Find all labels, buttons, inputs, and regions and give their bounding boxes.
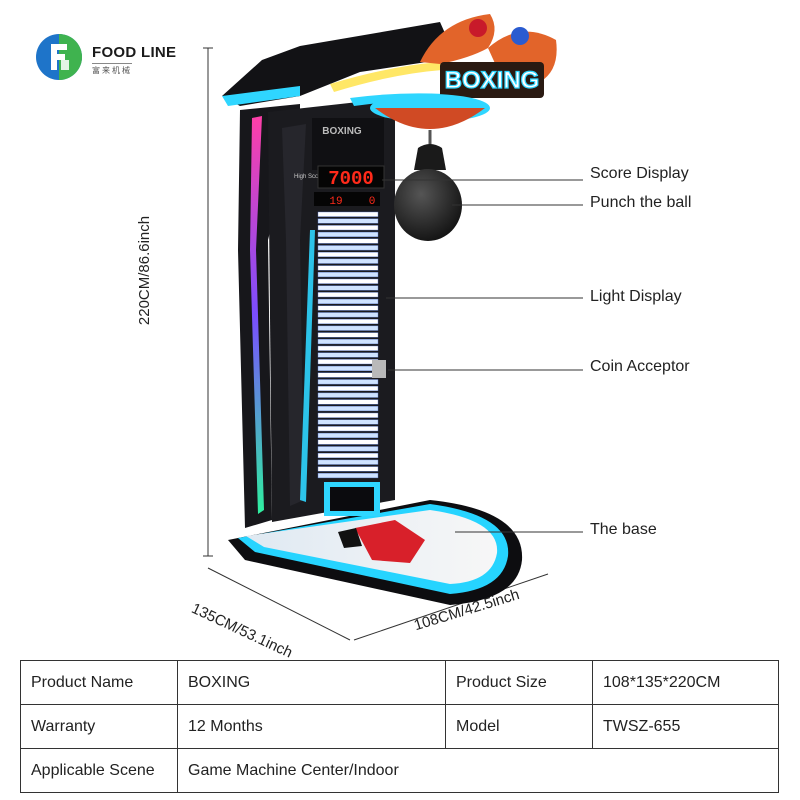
light-display-segment: [317, 359, 379, 365]
light-display-segment: [317, 446, 379, 452]
coin-acceptor: [372, 360, 386, 378]
high-score-label: High Score: [294, 174, 324, 180]
table-row: Applicable Scene Game Machine Center/Ind…: [20, 748, 779, 793]
spec-label-product-size: Product Size: [445, 660, 593, 705]
light-display-segment: [317, 258, 379, 264]
light-display-segment: [317, 225, 379, 231]
light-display-segment: [317, 419, 379, 425]
width-dimension-line: [353, 573, 549, 641]
light-display-segment: [317, 245, 379, 251]
light-display-segment: [317, 453, 379, 459]
light-display-segment: [317, 379, 379, 385]
light-display-segment: [317, 372, 379, 378]
light-display-segment: [317, 386, 379, 392]
score-display-value: 7000: [328, 168, 374, 190]
boxing-sign: [420, 14, 557, 98]
light-display-segment: [317, 392, 379, 398]
brand-name: FOOD LINE: [92, 44, 177, 61]
spec-label-warranty: Warranty: [20, 704, 178, 749]
callout-score-display: Score Display: [590, 165, 689, 182]
callout-coin-acceptor: Coin Acceptor: [590, 358, 690, 375]
light-display-segment: [317, 432, 379, 438]
light-display-segment: [317, 466, 379, 472]
counter-display-panel: [314, 192, 380, 206]
spec-value-product-size: 108*135*220CM: [592, 660, 779, 705]
light-display-segment: [317, 325, 379, 331]
spec-value-warranty: 12 Months: [177, 704, 446, 749]
callout-base: The base: [590, 521, 657, 538]
spec-value-product-name: BOXING: [177, 660, 446, 705]
punch-ball: [394, 144, 462, 241]
spec-value-applicable-scene: Game Machine Center/Indoor: [177, 748, 779, 793]
panel-brand-text: BOXING: [322, 126, 362, 137]
machine-base: [228, 500, 523, 605]
spec-label-product-name: Product Name: [20, 660, 178, 705]
score-display-panel: [317, 165, 385, 189]
light-display-segment: [317, 406, 379, 412]
callout-light-display: Light Display: [590, 288, 682, 305]
light-display-segment: [317, 459, 379, 465]
light-display-segment: [317, 426, 379, 432]
light-display-segment: [317, 231, 379, 237]
table-row: Product Name BOXING Product Size 108*135…: [20, 660, 779, 705]
light-display-segment: [317, 312, 379, 318]
light-display-segment: [317, 319, 379, 325]
boxing-machine-illustration: BOXING BOXING High Score 7000 19 0: [203, 14, 583, 641]
light-display-segment: [317, 265, 379, 271]
upper-panel: [312, 118, 384, 170]
light-display-segment: [317, 292, 379, 298]
light-display-segment: [317, 352, 379, 358]
counter-left-value: 19: [329, 196, 342, 208]
light-display-segment: [317, 285, 379, 291]
light-display-segment: [317, 332, 379, 338]
spec-value-model: TWSZ-655: [592, 704, 779, 749]
light-display-segment: [317, 305, 379, 311]
lower-slot: [324, 482, 380, 516]
light-display-segment: [317, 473, 379, 479]
spec-label-model: Model: [445, 704, 593, 749]
food-line-logo-icon: [36, 34, 82, 80]
light-display-segment: [317, 272, 379, 278]
height-dimension-label: 220CM/86.6inch: [136, 215, 154, 326]
light-display-segment: [317, 278, 379, 284]
light-display-segment: [317, 211, 379, 217]
light-display-segment: [317, 345, 379, 351]
boxing-sign-text: BOXING: [445, 67, 540, 94]
counter-right-value: 0: [369, 196, 376, 208]
table-row: Warranty 12 Months Model TWSZ-655: [20, 704, 779, 749]
light-display-segment: [317, 251, 379, 257]
brand-logo: FOOD LINE 富来机械: [34, 32, 184, 84]
depth-dimension-line: [207, 567, 351, 641]
brand-subtitle: 富来机械: [92, 63, 132, 76]
spec-label-applicable-scene: Applicable Scene: [20, 748, 178, 793]
spec-table: Product Name BOXING Product Size 108*135…: [20, 660, 779, 793]
light-display-segment: [317, 238, 379, 244]
light-display-segment: [317, 218, 379, 224]
callout-leaders: [382, 179, 583, 533]
light-display-segment: [317, 365, 379, 371]
light-display-segment: [317, 339, 379, 345]
height-dimension-line: [203, 47, 213, 557]
callout-punch-ball: Punch the ball: [590, 194, 692, 211]
light-display-segment: [317, 412, 379, 418]
light-display-segment: [317, 439, 379, 445]
top-hood: [222, 22, 472, 106]
light-display-segment: [317, 399, 379, 405]
light-display-ladder: [317, 211, 379, 479]
light-display-segment: [317, 298, 379, 304]
